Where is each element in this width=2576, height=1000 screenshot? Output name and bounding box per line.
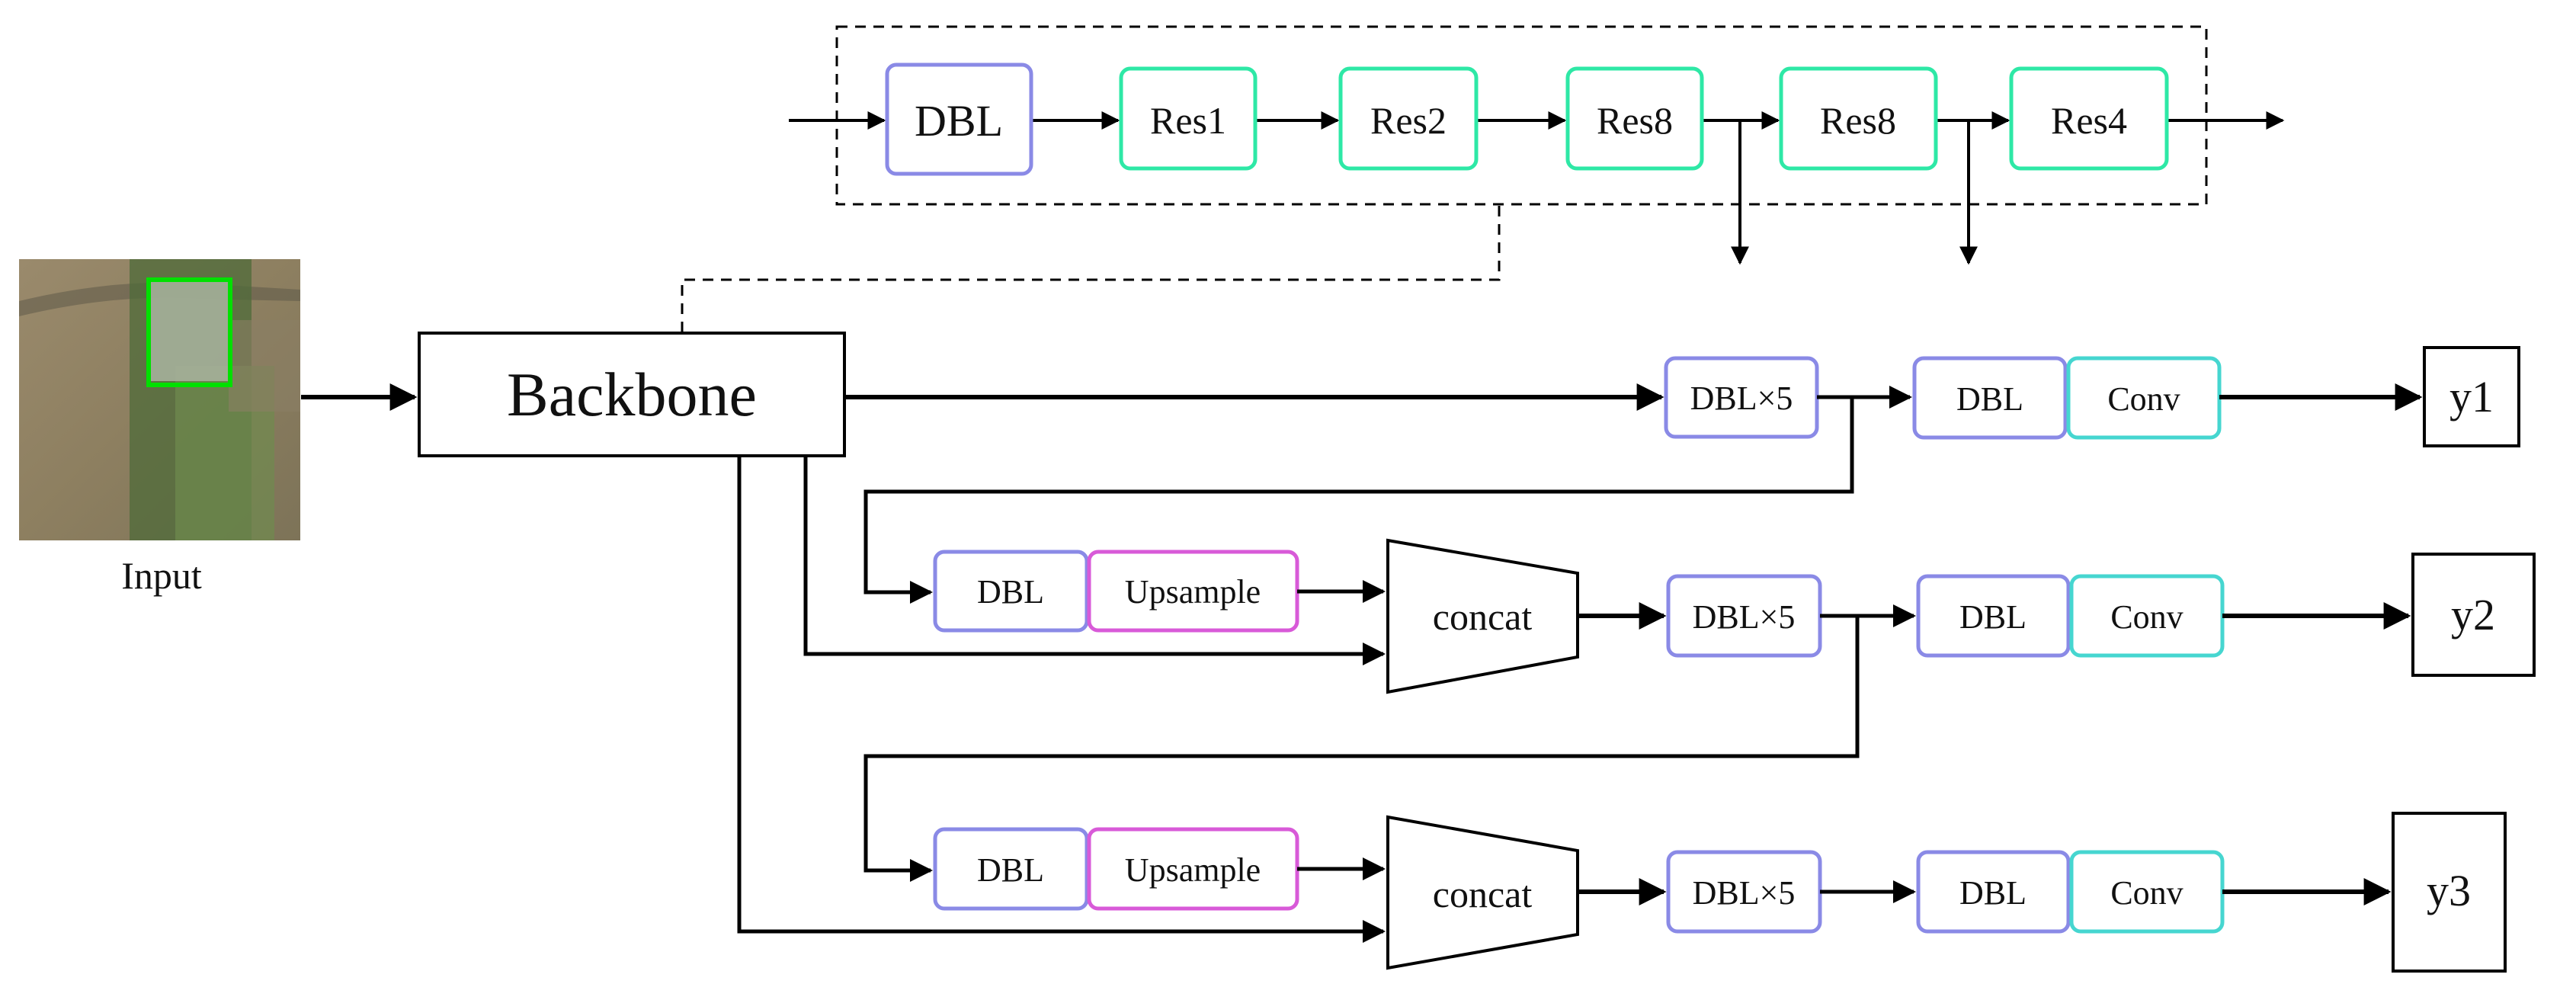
branch1-conv-label: Conv <box>2107 380 2180 418</box>
branch1-dblx5-label: DBL×5 <box>1690 380 1793 417</box>
backbone-detail-frame <box>835 25 2208 206</box>
branch3-dbl2-box: DBL <box>1916 850 2071 934</box>
chain-res4-label: Res4 <box>2051 99 2127 142</box>
branch1-to-branch2-feed <box>863 397 1854 604</box>
branch2-upsample-label: Upsample <box>1125 573 1261 611</box>
branch3-upsample-label: Upsample <box>1125 851 1261 889</box>
chain-dbl-label: DBL <box>915 96 1003 146</box>
branch3-dbl-box: DBL <box>933 827 1089 911</box>
input-label: Input <box>121 554 202 597</box>
output-y3-label: y3 <box>2427 866 2471 915</box>
branch2-conv-label: Conv <box>2110 598 2183 636</box>
branch2-dbl-label: DBL <box>977 573 1044 611</box>
output-y1-label: y1 <box>2449 372 2494 421</box>
branch3-concat-shape: concat <box>1386 815 1579 970</box>
chain-res1-label: Res1 <box>1150 99 1226 142</box>
input-image <box>19 259 300 540</box>
branch2-dbl-box: DBL <box>933 550 1089 633</box>
branch3-concat-label: concat <box>1433 873 1533 915</box>
backbone-detail-link <box>681 206 1501 333</box>
branch3-dblx5-label: DBL×5 <box>1693 874 1796 912</box>
branch3-dblx5-box: DBL×5 <box>1666 850 1822 934</box>
branch3-dbl2-label: DBL <box>1959 874 2027 912</box>
branch1-dbl-box: DBL <box>1912 356 2068 440</box>
detection-box <box>146 277 232 387</box>
chain-res1-box: Res1 <box>1119 66 1258 171</box>
branch3-conv-box: Conv <box>2069 850 2225 934</box>
output-y3-box: y3 <box>2392 812 2507 973</box>
branch3-dbl-label: DBL <box>977 851 1044 889</box>
backbone-to-concat3-arrow <box>737 456 1386 943</box>
branch1-conv-box: Conv <box>2066 356 2222 440</box>
branch2-dblx5-label: DBL×5 <box>1693 598 1796 636</box>
branch3-conv-label: Conv <box>2110 874 2183 912</box>
branch2-dblx5-box: DBL×5 <box>1666 574 1822 658</box>
branch2-conv-box: Conv <box>2069 574 2225 658</box>
branch2-concat-label: concat <box>1433 595 1533 638</box>
chain-res8-label-1: Res8 <box>1597 99 1673 142</box>
chain-res8-box-2: Res8 <box>1779 66 1938 171</box>
branch2-dbl2-box: DBL <box>1916 574 2071 658</box>
backbone-label: Backbone <box>507 360 757 429</box>
branch1-dbl-label: DBL <box>1956 380 2023 418</box>
output-y2-label: y2 <box>2451 590 2495 639</box>
backbone-box: Backbone <box>418 332 846 457</box>
output-y1-box: y1 <box>2423 346 2520 447</box>
branch2-dbl2-label: DBL <box>1959 598 2027 636</box>
branch2-to-branch3-feed <box>863 616 1860 882</box>
chain-res8-box-1: Res8 <box>1565 66 1704 171</box>
backbone-to-concat2-arrow <box>803 456 1386 665</box>
chain-res8-label-2: Res8 <box>1820 99 1896 142</box>
branch2-concat-shape: concat <box>1386 538 1579 694</box>
branch1-dblx5-box: DBL×5 <box>1664 356 1819 439</box>
chain-res4-box: Res4 <box>2009 66 2169 171</box>
chain-res2-box: Res2 <box>1338 66 1479 171</box>
chain-res2-label: Res2 <box>1370 99 1447 142</box>
chain-dbl-box: DBL <box>885 62 1033 176</box>
branch3-upsample-box: Upsample <box>1087 827 1299 911</box>
output-y2-box: y2 <box>2411 553 2536 677</box>
branch2-upsample-box: Upsample <box>1087 550 1299 633</box>
